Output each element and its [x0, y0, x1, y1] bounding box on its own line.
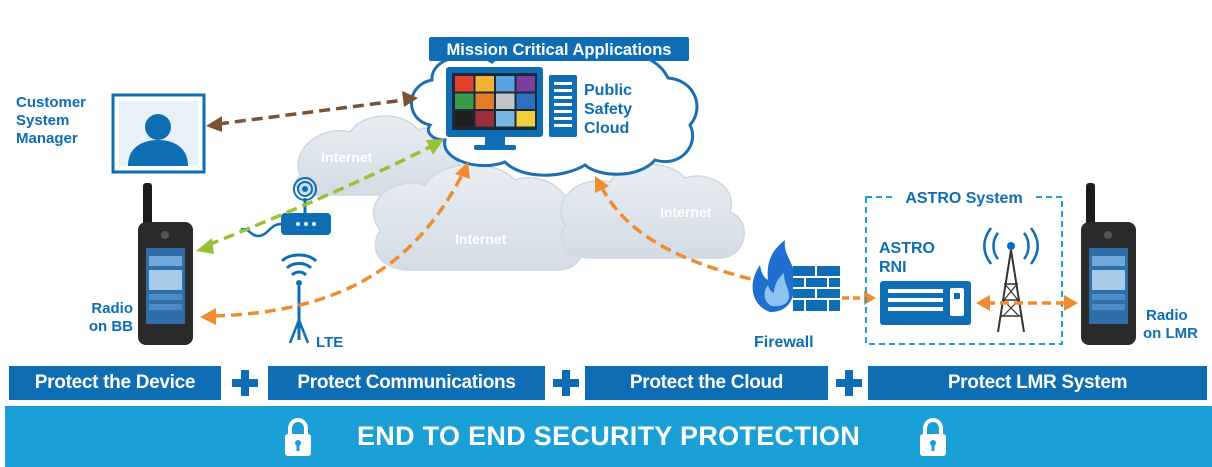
csm-line-1: Customer	[16, 94, 86, 111]
astro-system-box	[865, 196, 1063, 345]
monitor-tile	[516, 93, 535, 109]
csm-line-2: System	[16, 112, 69, 129]
pillar-protect-lmr: Protect LMR System	[868, 366, 1207, 400]
internet-cloud-2	[373, 164, 585, 271]
monitor-tile	[455, 111, 474, 127]
radio-icon-lmr	[1081, 183, 1136, 345]
server-icon	[549, 75, 577, 137]
plus-icon	[232, 370, 258, 396]
lock-icon	[920, 418, 946, 456]
lock-icon	[285, 418, 311, 456]
astro-rni-line-2: RNI	[879, 259, 907, 276]
pillar-protect-communications: Protect Communications	[268, 366, 545, 400]
internet-label-2: Internet	[455, 231, 507, 247]
manager-cloud-arrow	[206, 91, 418, 132]
monitor-tile	[516, 76, 535, 92]
pillar-protect-device: Protect the Device	[9, 366, 221, 400]
astro-rni-line-1: ASTRO	[879, 240, 935, 257]
rni-radio-lmr-arrow	[976, 295, 1078, 311]
broadband-cloud-arrow	[196, 139, 444, 254]
monitor-tile	[496, 93, 515, 109]
astro-system-label-bg	[894, 186, 1034, 208]
internet-label-3: Internet	[660, 204, 712, 220]
csm-line-3: Manager	[16, 130, 78, 147]
monitor-tile	[475, 111, 494, 127]
radio-lmr-line-1: Radio	[1146, 307, 1188, 324]
plus-icon	[836, 370, 862, 396]
firewall-brick-icon	[793, 266, 840, 311]
lte-tower-icon	[280, 253, 318, 344]
lte-cloud-arrow	[200, 162, 470, 325]
cloud-title-banner	[429, 37, 689, 61]
public-safety-line-1: Public	[584, 82, 632, 99]
public-safety-line-3: Cloud	[584, 120, 629, 137]
public-safety-line-2: Safety	[584, 101, 632, 118]
firewall-label: Firewall	[754, 334, 814, 351]
monitor-tile	[496, 111, 515, 127]
monitor-tile	[475, 93, 494, 109]
lte-label: LTE	[316, 334, 343, 351]
monitor-tile	[475, 76, 494, 92]
monitor-tile	[496, 76, 515, 92]
rni-rack-icon	[880, 281, 971, 325]
radio-tower-icon	[983, 227, 1039, 333]
monitor-tile	[455, 93, 474, 109]
astro-system-label: ASTRO System	[905, 190, 1022, 207]
firewall-rni-arrow	[842, 291, 876, 305]
monitor-tile	[455, 76, 474, 92]
monitor-icon	[446, 67, 543, 150]
person-icon	[111, 93, 206, 174]
security-banner: END TO END SECURITY PROTECTION	[5, 406, 1212, 467]
internet-label-1: Internet	[321, 149, 373, 165]
radio-bb-line-2: on BB	[89, 318, 133, 335]
monitor-tile	[516, 111, 535, 127]
radio-bb-line-1: Radio	[91, 300, 133, 317]
radio-lmr-line-2: on LMR	[1143, 325, 1198, 342]
plus-icon	[553, 370, 579, 396]
pillar-protect-cloud: Protect the Cloud	[585, 366, 828, 400]
banner-text: END TO END SECURITY PROTECTION	[356, 421, 861, 451]
internet-cloud-3	[560, 163, 745, 259]
cloud-title: Mission Critical Applications	[447, 41, 672, 59]
radio-icon-bb	[138, 183, 193, 345]
fire-icon	[752, 240, 795, 312]
